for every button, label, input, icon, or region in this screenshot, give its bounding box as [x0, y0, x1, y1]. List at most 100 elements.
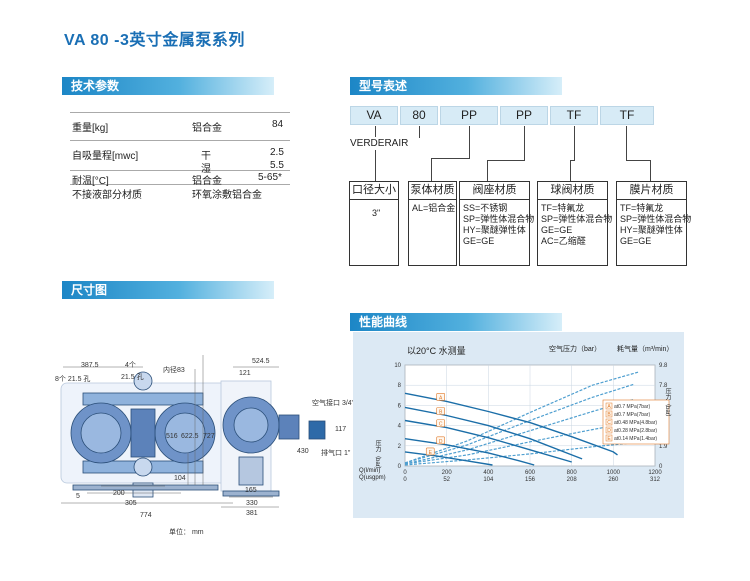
air-consumption-line: [404, 383, 635, 464]
dim-front-hole-dia: 21.5 孔: [121, 374, 144, 381]
curve-marker: [436, 393, 445, 401]
tech-row-value: 5.5: [270, 160, 284, 171]
legend-marker-letter: C: [607, 420, 611, 426]
legend-marker-letter: D: [607, 428, 611, 434]
x-tick-label: 600: [525, 470, 536, 476]
curve-marker-label: D: [439, 439, 443, 445]
dim-side-h2: 430: [297, 448, 309, 455]
x-tick-label-gpm: 52: [443, 477, 450, 483]
legend-body: TF=特氟龙 SP=弹性体混合物 HY=聚醚弹性体 GE=GE: [620, 203, 692, 246]
dim-side-t2: 121: [239, 370, 251, 377]
table-rule: [70, 170, 290, 171]
performance-chart-svg: 0021.943.965.987.8109.800200524001046001…: [394, 363, 670, 483]
model-code-seat: PP: [500, 106, 548, 125]
y-tick-label: 8: [398, 383, 402, 389]
x-tick-label-gpm: 104: [483, 477, 494, 483]
chart-title: 以20°C 水测量: [407, 346, 466, 356]
page-title: VA 80 -3英寸金属泵系列: [64, 32, 245, 49]
tech-row-mid: 干: [201, 151, 211, 162]
chart-legend-air-consumption: 耗气量（m³/min）: [617, 346, 674, 353]
pressure-curve: [404, 419, 572, 463]
legend-label: at0.7 MPa(7bar): [614, 404, 650, 410]
x-tick-label-gpm: 312: [650, 477, 661, 483]
tech-row-label: 耐温[°C]: [72, 176, 109, 187]
legend-label: at0.48 MPa(4.8bar): [614, 420, 657, 426]
connector: [570, 160, 575, 161]
dim-side-top: 524.5: [252, 358, 270, 365]
legend-marker: [605, 418, 613, 426]
legend-body: SS=不锈钢 SP=弹性体混合物 HY=聚醚弹性体 GE=GE: [463, 203, 535, 246]
dim-side-air-in: 空气接口 3/4": [312, 400, 355, 407]
section-model-header: 型号表述: [350, 77, 562, 95]
y-right-tick-label: 9.8: [659, 363, 668, 369]
curve-marker-label: A: [439, 395, 443, 401]
y-tick-label: 0: [398, 464, 402, 470]
dim-side-air-out: 排气口 1": [321, 450, 351, 457]
legend-body: AL=铝合金: [412, 203, 456, 213]
legend-marker-letter: B: [607, 412, 611, 418]
dim-side-b1: 165: [245, 487, 257, 494]
connector: [524, 126, 525, 161]
x-tick-label: 0: [403, 470, 407, 476]
legend-marker: [605, 426, 613, 434]
section-dims-header: 尺寸图: [62, 281, 274, 299]
legend-seat-material: 阀座材质 SS=不锈钢 SP=弹性体混合物 HY=聚醚弹性体 GE=GE: [459, 181, 535, 266]
pump-drawing: [60, 355, 326, 508]
y-tick-label: 10: [394, 363, 401, 369]
x-tick-label: 800: [567, 470, 578, 476]
tech-row-value: 84: [272, 119, 284, 130]
legend-header: 口径大小: [350, 182, 398, 200]
connector: [375, 150, 376, 181]
legend-header: 泵体材质: [409, 182, 456, 200]
tech-row-mid: 湿: [201, 164, 211, 175]
legend-body: 3": [372, 208, 381, 218]
legend-marker: [605, 410, 613, 418]
dim-front-h2: 622.5: [181, 433, 199, 440]
connector: [431, 158, 469, 159]
curve-marker-label: B: [439, 410, 443, 416]
dim-unit: 单位： mm: [169, 529, 204, 536]
model-code-body: PP: [440, 106, 498, 125]
legend-marker: [605, 434, 613, 442]
tech-row-value: 5-65*: [258, 172, 282, 183]
connector: [626, 160, 650, 161]
legend-label: at0.28 MPa(2.8bar): [614, 428, 657, 434]
tech-row-mid: 铝合金: [192, 123, 222, 134]
pressure-curve: [404, 451, 493, 466]
dim-front-holes: 4个: [125, 362, 136, 369]
connector: [626, 126, 627, 161]
air-consumption-line: [404, 442, 635, 466]
curve-marker: [436, 419, 445, 427]
connector: [431, 158, 432, 181]
chart-ylabel-right: 压力（bar）: [664, 388, 670, 421]
x-tick-label-gpm: 0: [403, 477, 407, 483]
connector: [419, 126, 420, 138]
tech-row-mid: 环氧涂敷铝合金: [192, 190, 262, 201]
legend-marker-letter: E: [607, 436, 611, 442]
table-rule: [70, 112, 290, 113]
performance-chart: 0021.943.965.987.8109.800200524001046001…: [353, 332, 684, 518]
curve-marker-label: C: [439, 422, 443, 428]
curve-marker: [436, 407, 445, 415]
tech-row-mid: 铝合金: [192, 176, 222, 187]
tech-row-value: 2.5: [270, 147, 284, 158]
legend-label: at0.14 MPa(1.4bar): [614, 436, 657, 442]
x-tick-label-gpm: 156: [525, 477, 536, 483]
table-rule: [70, 184, 290, 185]
chart-xlabel-lpm: Q(l/min): [359, 468, 381, 474]
x-tick-label: 1000: [607, 470, 621, 476]
chart-xlabel-gpm: Q(usgpm): [359, 475, 386, 481]
y-tick-label: 4: [398, 424, 402, 430]
dim-front-b2: 200: [113, 490, 125, 497]
dim-front-b3: 305: [125, 500, 137, 507]
legend-ball-material: 球阀材质 TF=特氟龙 SP=弹性体混合物 GE=GE AC=乙缩醛: [537, 181, 612, 266]
x-tick-label-gpm: 208: [567, 477, 578, 483]
side-view: [220, 380, 326, 497]
y-right-tick-label: 1.9: [659, 444, 668, 450]
model-code-ball: TF: [550, 106, 598, 125]
legend-marker-letter: A: [607, 404, 611, 410]
curve-marker-label: E: [429, 450, 433, 456]
dim-side-b2: 330: [246, 500, 258, 507]
tech-row-label: 重量[kg]: [72, 123, 109, 134]
x-tick-label: 200: [442, 470, 453, 476]
